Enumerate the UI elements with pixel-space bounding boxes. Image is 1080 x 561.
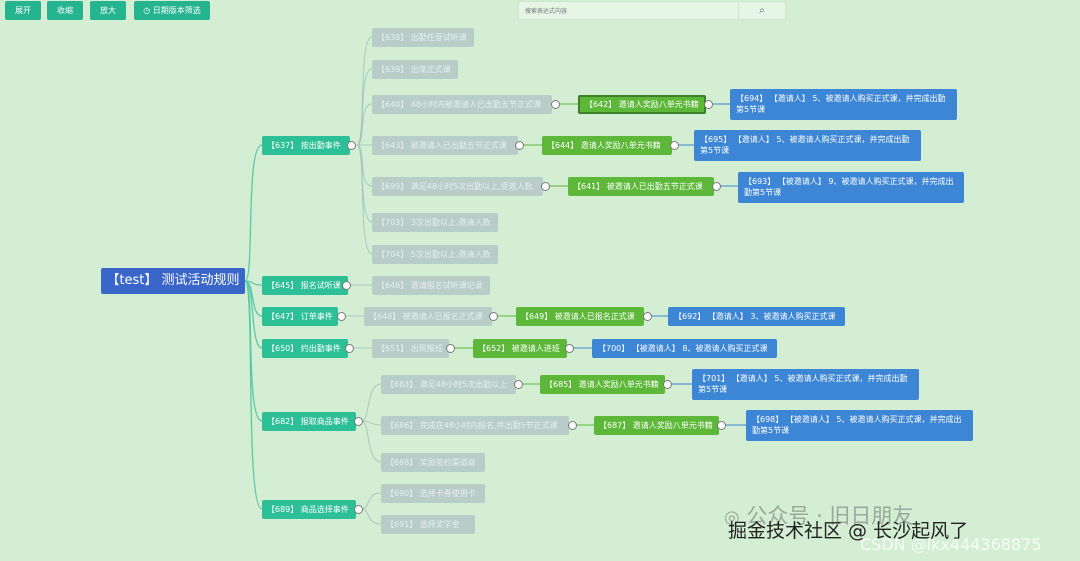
date-filter-button[interactable]: ◷ 日期版本筛选 [134, 1, 210, 20]
toggle-643[interactable] [515, 141, 524, 150]
node-639[interactable]: 【639】 出席正式课 [372, 60, 458, 79]
node-699[interactable]: 【699】 满足48小时5次出勤以上,受邀人数 [372, 177, 543, 196]
toggle-685[interactable] [663, 380, 672, 389]
toggle-686[interactable] [568, 421, 577, 430]
link-682-683 [361, 383, 382, 422]
node-683[interactable]: 【683】 满足48小时5次出勤以上 [381, 375, 516, 394]
node-651[interactable]: 【651】 出现报班 [372, 339, 449, 358]
node-691[interactable]: 【691】 选择奖学金 [381, 515, 475, 534]
toggle-641[interactable] [712, 182, 721, 191]
node-648[interactable]: 【648】 被邀请人已报名正式课 [364, 307, 492, 326]
node-687[interactable]: 【687】 邀请人奖励八单元书籍 [594, 416, 719, 435]
collapse-button[interactable]: 收缩 [47, 1, 83, 20]
toggle-651[interactable] [446, 344, 455, 353]
link-637-703 [356, 144, 373, 223]
node-690[interactable]: 【690】 选择卡券使用卡 [381, 484, 485, 503]
node-692[interactable]: 【692】 【邀请人】 3、被邀请人购买正式课 [668, 307, 845, 326]
watermark-csdn: CSDN @lkx444368875 [860, 535, 1042, 554]
link-689-691 [361, 508, 382, 525]
node-647[interactable]: 【647】 订单事件 [262, 307, 338, 326]
zoom-button[interactable]: 放大 [90, 1, 126, 20]
node-646[interactable]: 【646】 邀请报名试听课记录 [372, 276, 490, 295]
toggle-640[interactable] [551, 100, 560, 109]
node-704[interactable]: 【704】 5次出勤以上,邀请人数 [372, 245, 498, 264]
clock-icon: ◷ [143, 6, 151, 15]
toggle-652[interactable] [565, 344, 574, 353]
node-695[interactable]: 【695】 【邀请人】 5、被邀请人购买正式课，并完成出勤第5节课 [694, 130, 921, 161]
node-698[interactable]: 【698】 【被邀请人】 5、被邀请人购买正式课，并完成出勤第5节课 [746, 410, 973, 441]
link-682-686 [361, 420, 382, 426]
watermark-juejin: 掘金技术社区 @ 长沙起风了 [728, 520, 969, 542]
toggle-645[interactable] [342, 281, 351, 290]
node-652[interactable]: 【652】 被邀请人进班 [473, 339, 567, 358]
toggle-644[interactable] [670, 141, 679, 150]
node-643[interactable]: 【643】 被邀请人已出勤五节正式课 [372, 136, 518, 155]
node-644[interactable]: 【644】 邀请人奖励八单元书籍 [542, 136, 672, 155]
node-688[interactable]: 【688】 奖励签约渠道商 [381, 453, 485, 472]
node-650[interactable]: 【650】 约出勤事件 [262, 339, 348, 358]
node-701[interactable]: 【701】 【邀请人】 5、被邀请人购买正式课，并完成出勤第5节课 [692, 369, 919, 400]
toggle-650[interactable] [345, 344, 354, 353]
link-637-638 [356, 36, 373, 146]
node-689[interactable]: 【689】 商品选择事件 [262, 500, 356, 519]
date-filter-label: 日期版本筛选 [152, 6, 201, 15]
search-box: ⌕ [518, 1, 786, 20]
toggle-689[interactable] [354, 505, 363, 514]
search-button[interactable]: ⌕ [738, 2, 785, 19]
node-645[interactable]: 【645】 报名试听课 [262, 276, 348, 295]
root-node[interactable]: 【test】 测试活动规则 [101, 268, 245, 294]
wechat-icon: ◎ [724, 507, 740, 528]
link-root-650 [244, 280, 263, 349]
link-root-637 [244, 144, 263, 282]
node-693[interactable]: 【693】 【被邀请人】 9、被邀请人购买正式课，并完成出勤第5节课 [738, 172, 964, 203]
link-637-640 [356, 103, 373, 146]
link-637-704 [356, 144, 373, 255]
link-682-688 [361, 420, 382, 463]
node-703[interactable]: 【703】 3次出勤以上,邀请人数 [372, 213, 498, 232]
node-685[interactable]: 【685】 邀请人奖励八单元书籍 [540, 375, 665, 394]
toggle-699[interactable] [541, 182, 550, 191]
search-icon: ⌕ [759, 5, 765, 16]
node-638[interactable]: 【638】 出勤任意试听课 [372, 28, 474, 47]
node-694[interactable]: 【694】 【邀请人】 5、被邀请人购买正式课，并完成出勤第5节课 [730, 89, 957, 120]
toggle-637[interactable] [347, 141, 356, 150]
link-689-690 [361, 492, 382, 510]
node-649[interactable]: 【649】 被邀请人已报名正式课 [516, 307, 644, 326]
node-700[interactable]: 【700】 【被邀请人】 8、被邀请人购买正式课 [592, 339, 777, 358]
toggle-649[interactable] [643, 312, 652, 321]
toggle-647[interactable] [337, 312, 346, 321]
node-641[interactable]: 【641】 被邀请人已出勤五节正式课 [568, 177, 714, 196]
link-637-699 [356, 144, 373, 187]
link-root-689 [244, 280, 263, 510]
watermark-wechat: ◎ 公众号 · 旧日朋友 [724, 504, 914, 528]
node-637[interactable]: 【637】 按出勤事件 [262, 136, 350, 155]
toggle-687[interactable] [717, 421, 726, 430]
search-input[interactable] [523, 4, 747, 19]
expand-button[interactable]: 展开 [5, 1, 41, 20]
node-682[interactable]: 【682】 报取商品事件 [262, 412, 356, 431]
toggle-682[interactable] [354, 417, 363, 426]
toggle-683[interactable] [514, 380, 523, 389]
link-637-639 [356, 68, 373, 146]
toggle-642[interactable] [704, 100, 713, 109]
node-686[interactable]: 【686】 完成在48小时内报名,并出勤5节正式课 [381, 416, 569, 435]
node-640[interactable]: 【640】 48小时内被邀请人已出勤五节正式课 [372, 95, 552, 114]
toggle-648[interactable] [489, 312, 498, 321]
node-642[interactable]: 【642】 邀请人奖励八单元书籍 [578, 95, 706, 114]
